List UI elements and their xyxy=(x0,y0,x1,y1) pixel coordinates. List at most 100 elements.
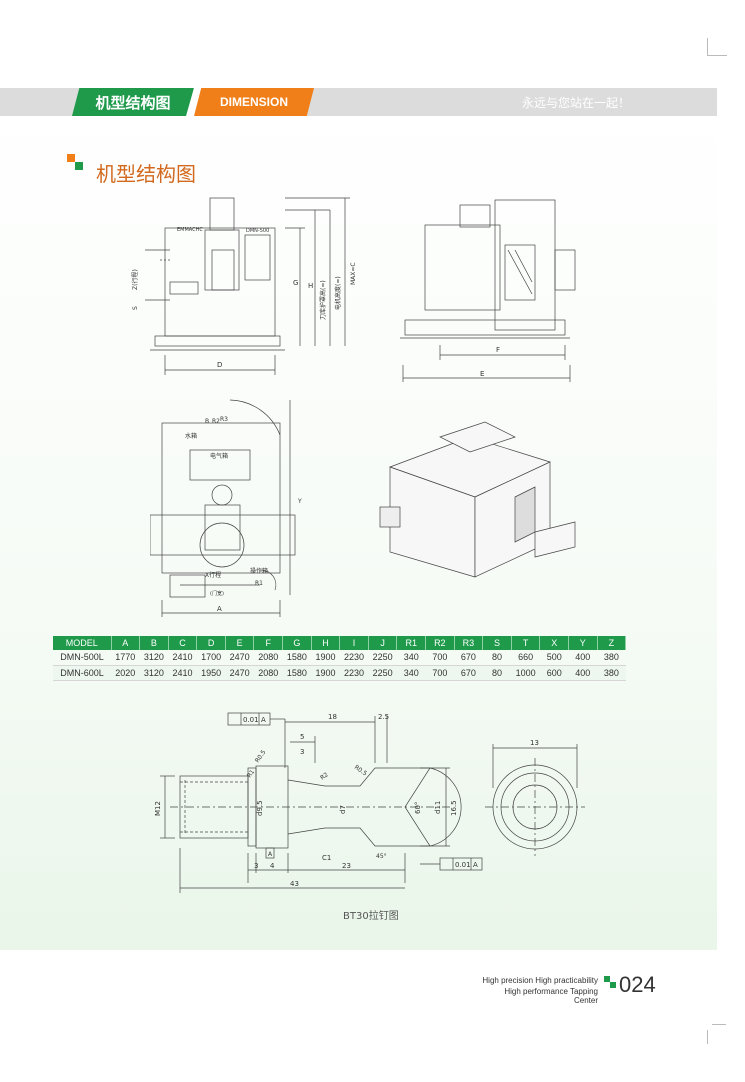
label-door-width: (门宽) xyxy=(210,590,224,597)
table-cell: 1700 xyxy=(196,650,226,666)
footer-bullet-2 xyxy=(610,982,616,988)
col-header-e: E xyxy=(225,636,255,650)
dim-max-c: MAX=C xyxy=(350,262,357,285)
col-header-r2: R2 xyxy=(425,636,455,650)
page-background xyxy=(0,88,717,950)
table-cell: 700 xyxy=(425,665,455,681)
col-header-i: I xyxy=(339,636,369,650)
table-cell: 400 xyxy=(568,650,598,666)
page-number: 024 xyxy=(619,972,656,997)
header-slogan: 永远与您站在一起！ xyxy=(521,95,630,110)
dim-r3: R3 xyxy=(220,416,228,423)
pull-stud-drawing: 0.01 A 18 2.5 5 3 R0.5 R1 R2 R0.5 M12 d9… xyxy=(154,712,585,893)
table-cell: 80 xyxy=(482,665,512,681)
table-cell: 340 xyxy=(396,650,426,666)
table-cell: DMN-600L xyxy=(53,665,111,681)
label-electric-box: 电气箱 xyxy=(210,452,228,460)
footer-bullet-1 xyxy=(604,976,610,982)
table-cell: 80 xyxy=(482,650,512,666)
dim-d: D xyxy=(217,361,222,369)
table-cell: 2470 xyxy=(225,650,254,666)
dim-13: 13 xyxy=(530,739,539,747)
dim-g: G xyxy=(293,279,298,287)
table-cell: 2230 xyxy=(339,650,369,666)
dim-5: 5 xyxy=(300,733,304,741)
table-cell: 2020 xyxy=(111,665,140,681)
dim-18: 18 xyxy=(328,713,337,721)
dim-23: 23 xyxy=(342,862,351,870)
dim-45-degree: 45° xyxy=(376,853,387,860)
spec-table: MODEL A B C D E F G H I J R1 R2 R3 S T X… xyxy=(53,636,627,681)
dim-r0-5-right: R0.5 xyxy=(353,764,368,778)
front-panel-brand: EMMACHC xyxy=(177,227,203,233)
dim-motor-height: 电机高度(≈) xyxy=(334,276,342,310)
table-cell: 2470 xyxy=(225,665,254,681)
col-header-f: F xyxy=(253,636,284,650)
table-cell: 1000 xyxy=(511,665,540,681)
col-header-j: J xyxy=(368,636,398,650)
col-header-h: H xyxy=(311,636,341,650)
spec-table-header-row: MODEL A B C D E F G H I J R1 R2 R3 S T X… xyxy=(53,636,627,650)
dim-d11: d11 xyxy=(434,801,442,814)
table-cell: 700 xyxy=(425,650,455,666)
dim-60-degree: 60° xyxy=(414,802,422,814)
table-row: DMN-500L 1770 3120 2410 1700 2470 2080 1… xyxy=(53,650,626,666)
crop-mark-top-right xyxy=(707,38,727,56)
table-cell: 670 xyxy=(454,650,483,666)
table-cell: DMN-500L xyxy=(53,650,111,666)
pull-stud-caption: BT30拉钉图 xyxy=(343,911,399,922)
section-bullet-orange xyxy=(67,154,75,162)
footer-tagline-1: High precision High practicability xyxy=(482,976,598,985)
dim-c1: C1 xyxy=(322,854,331,862)
table-cell: 380 xyxy=(597,665,626,681)
col-header-g: G xyxy=(282,636,312,650)
table-cell: 2250 xyxy=(368,665,397,681)
table-cell: 1580 xyxy=(282,650,312,666)
dim-r1: R1 xyxy=(246,768,256,779)
table-cell: 1950 xyxy=(196,665,226,681)
dim-b: B xyxy=(205,418,209,425)
table-cell: 3120 xyxy=(139,665,169,681)
dim-r2: R2 xyxy=(319,771,330,781)
table-cell: 2410 xyxy=(168,665,197,681)
dim-4: 4 xyxy=(270,862,275,870)
dim-tool-magazine-height: 刀库护罩高(≈) xyxy=(319,280,327,320)
label-y: Y xyxy=(297,498,302,505)
table-cell: 2080 xyxy=(253,665,283,681)
dim-d9-5: d9.5 xyxy=(256,800,264,816)
dim-r0-5-left: R0.5 xyxy=(254,749,268,764)
section-bullet-green xyxy=(75,162,83,170)
top-view-drawing: 水箱 电气箱 X行程 操作箱 Y (门宽) A B R2 R1 R3 xyxy=(150,399,302,617)
col-header-a: A xyxy=(111,636,141,650)
col-header-c: C xyxy=(168,636,198,650)
dim-z-stroke: Z(行程) xyxy=(131,269,139,290)
header-section-label: 机型结构图 xyxy=(72,88,194,116)
table-cell: 600 xyxy=(539,665,569,681)
isometric-view-drawing xyxy=(379,421,576,578)
table-cell: 380 xyxy=(597,650,626,666)
front-panel-model: DMN-500 xyxy=(246,228,269,234)
label-water-tank: 水箱 xyxy=(185,432,197,440)
dim-3-top: 3 xyxy=(300,748,304,756)
crop-mark-bottom-right xyxy=(712,1024,726,1025)
dim-d7: d7 xyxy=(339,805,347,814)
side-view-drawing: F E xyxy=(400,199,576,382)
col-header-r1: R1 xyxy=(396,636,427,650)
tol-top-datum: A xyxy=(261,716,266,724)
table-cell: 2230 xyxy=(339,665,369,681)
table-cell: 1900 xyxy=(311,650,340,666)
dim-s: S xyxy=(132,306,139,310)
tol-bottom-datum: A xyxy=(473,861,478,869)
datum-a: A xyxy=(268,851,273,858)
col-header-r3: R3 xyxy=(454,636,484,650)
col-header-t: T xyxy=(511,636,541,650)
col-header-z: Z xyxy=(597,636,627,650)
dim-r1: R1 xyxy=(255,580,263,587)
table-cell: 2080 xyxy=(253,650,283,666)
label-operation-box: 操作箱 xyxy=(250,567,268,575)
table-cell: 3120 xyxy=(139,650,169,666)
crop-mark-bottom-right-vertical xyxy=(707,1030,708,1044)
col-header-s: S xyxy=(482,636,512,650)
header-english-label: DIMENSION xyxy=(194,88,314,116)
dim-e: E xyxy=(480,370,484,378)
